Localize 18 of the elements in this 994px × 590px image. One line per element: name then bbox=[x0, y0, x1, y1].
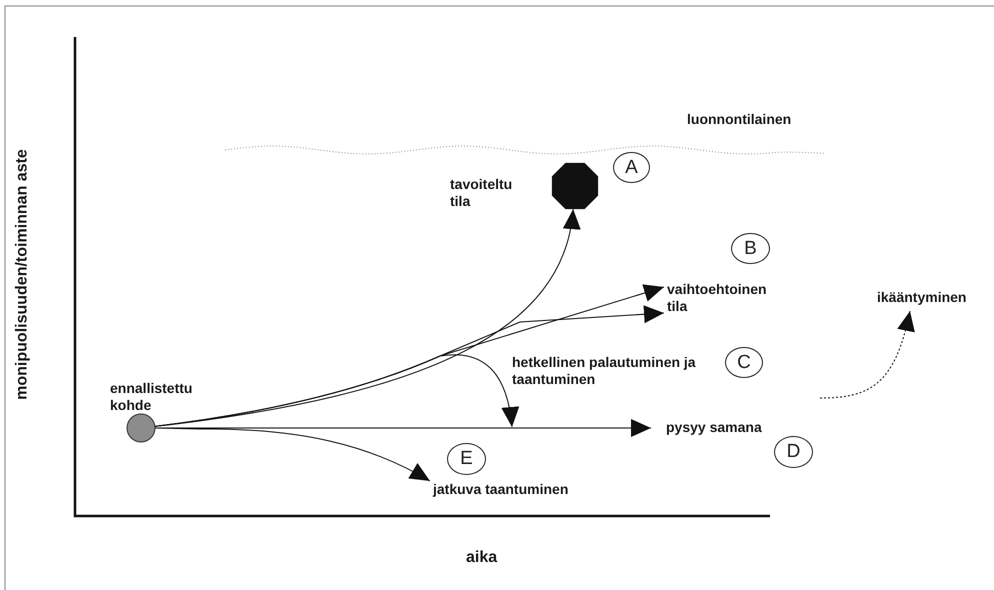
node-label: ikääntyminen bbox=[877, 289, 987, 306]
region-label: luonnontilainen bbox=[687, 111, 792, 128]
circled-letter: D bbox=[774, 436, 813, 468]
axis-title: monipuolisuuden/toiminnan aste bbox=[14, 148, 30, 402]
arrow bbox=[154, 208, 579, 427]
circled-letter: E bbox=[447, 443, 486, 475]
circled-letter: C bbox=[725, 347, 763, 378]
node-label: tavoiteltu tila bbox=[450, 176, 514, 210]
node-label: jatkuva taantuminen bbox=[433, 481, 613, 498]
node-label: ennallistettu kohde bbox=[110, 380, 194, 414]
circled-letter: B bbox=[731, 233, 770, 264]
arrow bbox=[154, 428, 430, 482]
axis-title: aika bbox=[466, 549, 498, 566]
dotted-arrow bbox=[820, 310, 914, 398]
arrow bbox=[154, 354, 519, 428]
circled-letter: A bbox=[613, 152, 650, 183]
node-label: pysyy samana bbox=[666, 419, 786, 436]
node-label: vaihtoehtoinen tila bbox=[667, 281, 777, 315]
